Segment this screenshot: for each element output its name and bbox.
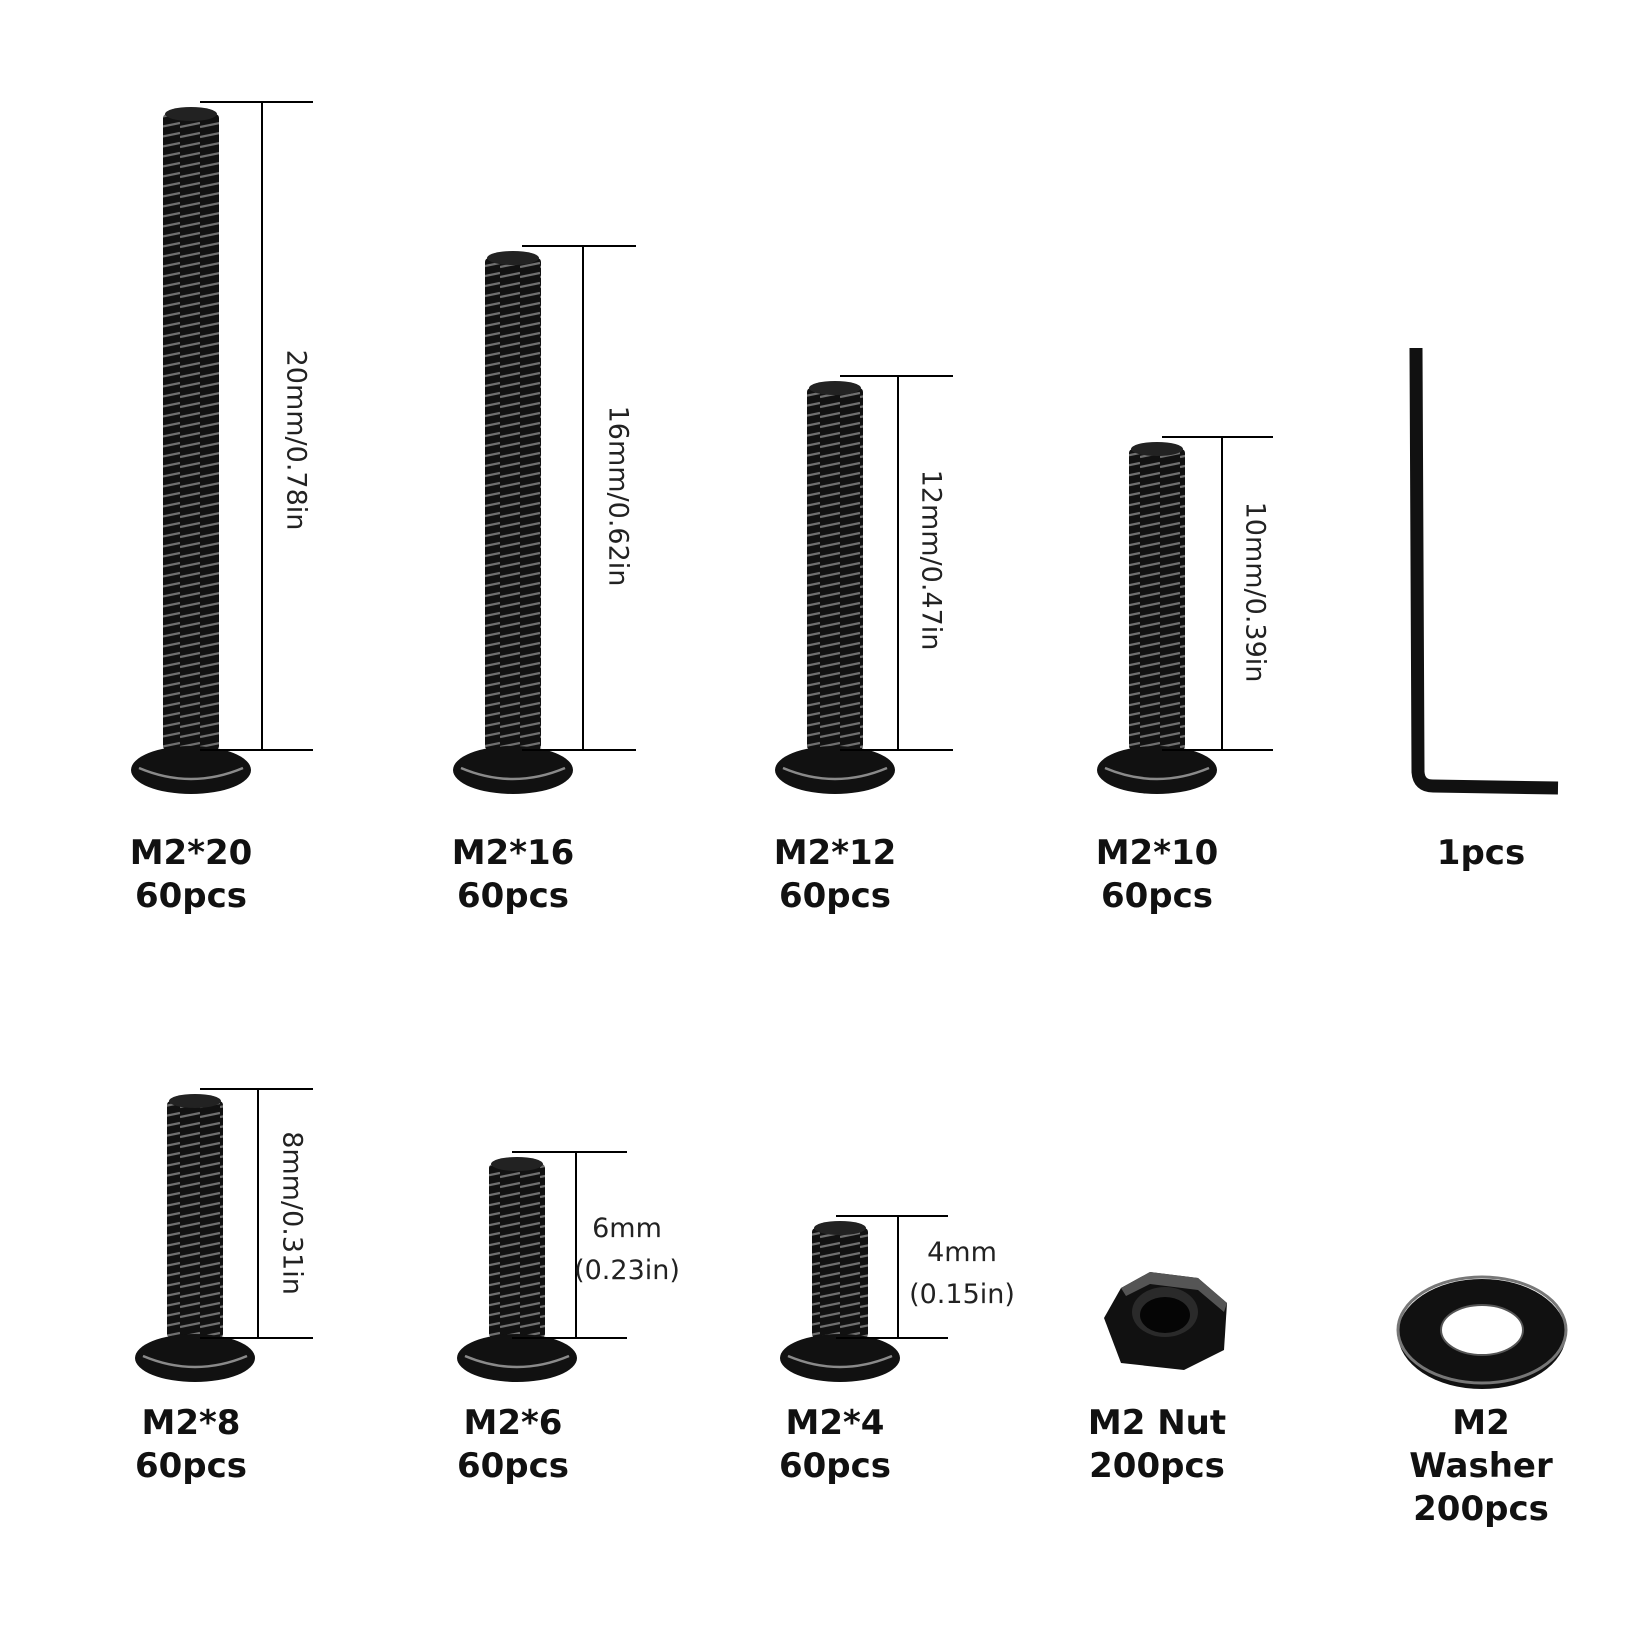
screw-m2-4-icon	[780, 1221, 900, 1382]
caption-m2-16: M2*16 60pcs	[451, 833, 575, 916]
dimension-bracket-m2-10	[1162, 436, 1273, 751]
caption-m2-8: M2*8 60pcs	[134, 1403, 248, 1486]
caption-m2-10: M2*10 60pcs	[1095, 833, 1219, 916]
caption-m2-6: M2*6 60pcs	[456, 1403, 570, 1486]
length-label-m2-12: 12mm/0.47in	[915, 469, 947, 651]
length-label-m2-16: 16mm/0.62in	[602, 405, 634, 587]
dimension-bracket-m2-16	[522, 245, 636, 751]
length-label-m2-4: 4mm (0.15in)	[909, 1237, 1015, 1310]
screw-m2-10-icon	[1097, 442, 1217, 794]
caption-m2-nut: M2 Nut 200pcs	[1087, 1403, 1227, 1486]
screw-m2-16-icon	[453, 251, 573, 794]
dimension-bracket-m2-12	[840, 375, 953, 751]
caption-m2-washer: M2 Washer 200pcs	[1409, 1403, 1553, 1529]
screw-m2-6-icon	[457, 1157, 577, 1382]
length-label-m2-6: 6mm (0.23in)	[574, 1213, 680, 1286]
dimension-bracket-m2-6	[512, 1151, 627, 1339]
dimension-bracket-m2-4	[836, 1215, 948, 1339]
caption-m2-4: M2*4 60pcs	[778, 1403, 892, 1486]
screw-m2-8-icon	[135, 1094, 255, 1382]
hex-key-icon	[1409, 347, 1559, 795]
length-label-m2-10: 10mm/0.39in	[1239, 501, 1271, 683]
dimension-bracket-m2-20	[200, 101, 313, 751]
length-label-m2-8: 8mm/0.31in	[276, 1131, 308, 1295]
length-label-m2-20: 20mm/0.78in	[280, 349, 312, 531]
screw-m2-20-icon	[131, 107, 251, 794]
screw-m2-12-icon	[775, 381, 895, 794]
caption-hex-key: 1pcs	[1436, 833, 1526, 873]
dimension-bracket-m2-8	[200, 1088, 313, 1339]
washer-icon	[1396, 1275, 1568, 1389]
caption-m2-20: M2*20 60pcs	[129, 833, 253, 916]
hex-nut-icon	[1104, 1272, 1227, 1370]
caption-m2-12: M2*12 60pcs	[773, 833, 897, 916]
